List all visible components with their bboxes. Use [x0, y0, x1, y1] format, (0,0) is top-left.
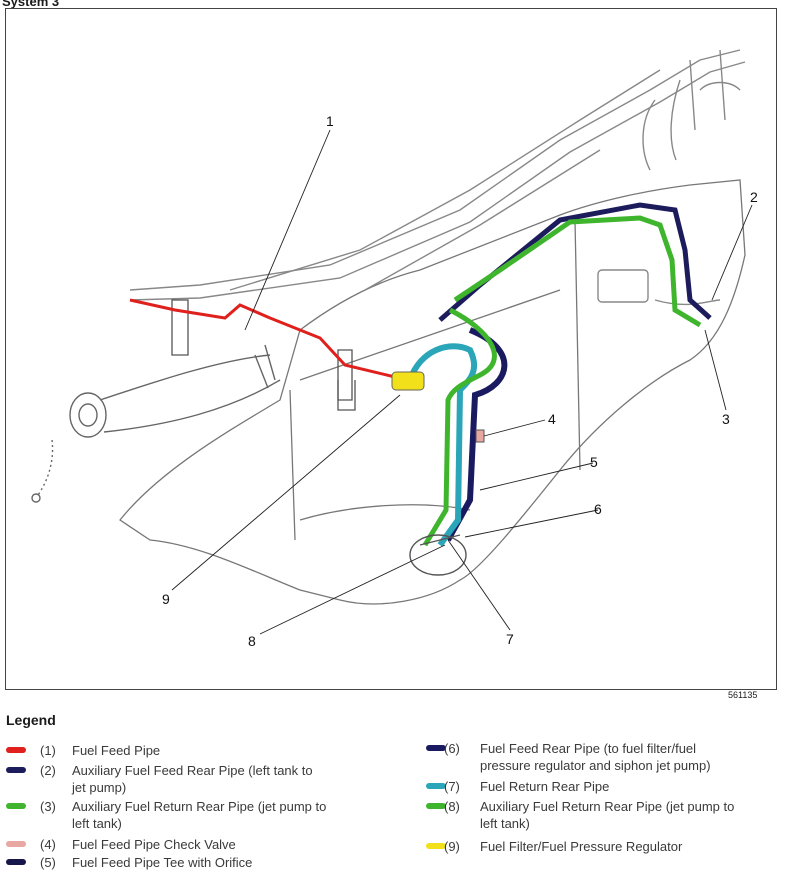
legend-item-6: (6) Fuel Feed Rear Pipe (to fuel filter/… — [426, 740, 796, 776]
legend-label: Fuel Feed Pipe Check Valve — [72, 837, 236, 852]
legend-item-4: (4) Fuel Feed Pipe Check Valve — [6, 836, 406, 854]
swatch-icon — [6, 841, 26, 847]
legend-label: Auxiliary Fuel Return Rear Pipe (jet pum… — [480, 799, 735, 831]
swatch-icon — [6, 859, 26, 865]
swatch-icon — [426, 745, 446, 751]
legend-num: (2) — [40, 763, 56, 778]
legend-item-3: (3) Auxiliary Fuel Return Rear Pipe (jet… — [6, 798, 406, 834]
callout-leaders — [171, 129, 753, 635]
diagram-frame — [5, 8, 777, 690]
callout-3: 3 — [722, 411, 730, 427]
legend-label: Fuel Feed Pipe Tee with Orifice — [72, 855, 253, 870]
legend-label: Auxiliary Fuel Feed Rear Pipe (left tank… — [72, 763, 313, 795]
callout-labels: 1 2 3 4 5 6 7 8 9 — [162, 113, 758, 649]
callout-1: 1 — [326, 113, 334, 129]
tank-outline — [119, 179, 746, 605]
check-valve — [475, 429, 485, 443]
legend-num: (9) — [444, 839, 460, 854]
frame-rails — [129, 49, 746, 306]
callout-2: 2 — [750, 189, 758, 205]
aux-return-rear-pipe — [453, 215, 702, 328]
swatch-icon — [6, 803, 26, 809]
callout-8: 8 — [248, 633, 256, 649]
legend-num: (3) — [40, 799, 56, 814]
swatch-icon — [6, 767, 26, 773]
aux-return-rear-pipe-lower — [422, 307, 497, 547]
callout-6: 6 — [594, 501, 602, 517]
legend-label: Fuel Filter/Fuel Pressure Regulator — [480, 839, 683, 854]
fuel-feed-pipe — [129, 298, 396, 379]
callout-5: 5 — [590, 454, 598, 470]
callout-4: 4 — [548, 411, 556, 427]
legend-num: (5) — [40, 855, 56, 870]
swatch-icon — [6, 747, 26, 753]
legend-num: (7) — [444, 779, 460, 794]
legend-item-7: (7) Fuel Return Rear Pipe — [426, 778, 796, 796]
swatch-icon — [426, 803, 446, 809]
legend-item-5: (5) Fuel Feed Pipe Tee with Orifice — [6, 854, 406, 872]
legend-title: Legend — [6, 712, 56, 728]
callout-9: 9 — [162, 591, 170, 607]
page-header: System 3 — [2, 0, 60, 9]
legend-item-9: (9) Fuel Filter/Fuel Pressure Regulator — [426, 838, 796, 856]
brackets — [171, 299, 356, 411]
legend-item-8: (8) Auxiliary Fuel Return Rear Pipe (jet… — [426, 798, 796, 834]
legend-label: Fuel Feed Rear Pipe (to fuel filter/fuel… — [480, 741, 711, 773]
legend-num: (4) — [40, 837, 56, 852]
callout-7: 7 — [506, 631, 514, 647]
legend-num: (6) — [444, 741, 460, 756]
legend-item-1: (1) Fuel Feed Pipe — [6, 742, 406, 760]
legend-label: Auxiliary Fuel Return Rear Pipe (jet pum… — [72, 799, 327, 831]
figure-number: 561135 — [728, 690, 758, 700]
swatch-icon — [426, 783, 446, 789]
swatch-icon — [426, 843, 446, 849]
legend-label: Fuel Return Rear Pipe — [480, 779, 610, 794]
fuel-system-diagram: 1 2 3 4 5 6 7 8 9 — [31, 49, 758, 649]
filler-neck — [31, 344, 281, 503]
jet-pump — [409, 534, 467, 576]
legend-num: (8) — [444, 799, 460, 814]
legend-item-2: (2) Auxiliary Fuel Feed Rear Pipe (left … — [6, 762, 406, 798]
fuel-filter — [391, 371, 425, 391]
legend-label: Fuel Feed Pipe — [72, 743, 161, 758]
legend-num: (1) — [40, 743, 56, 758]
